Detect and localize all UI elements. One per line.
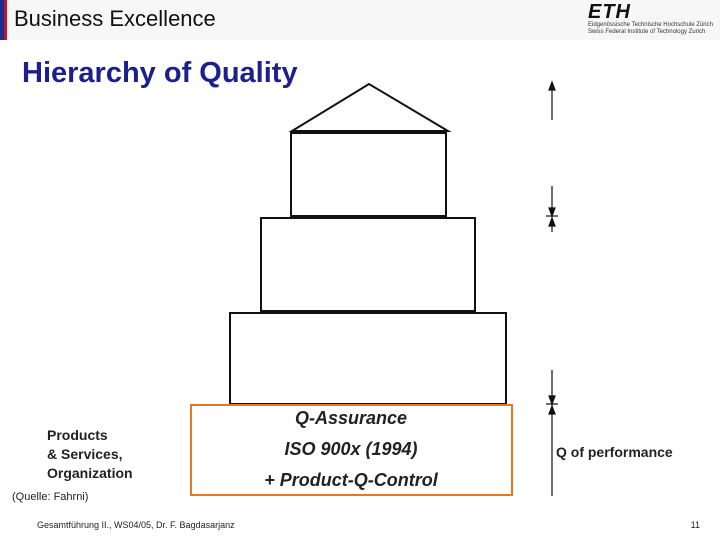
base-text-q-assurance: Q-Assurance [294, 408, 408, 428]
eth-logo-line-2: Swiss Federal Institute of Technology Zu… [588, 29, 706, 35]
arrow-top-head [548, 80, 556, 91]
arrow-level-2-head-down [548, 207, 556, 218]
products-label-line-3: Organization [47, 465, 133, 481]
header-title: Business Excellence [14, 6, 216, 31]
products-label-line-1: Products [47, 427, 108, 443]
header-accent-red [4, 0, 7, 40]
slide-title: Hierarchy of Quality [22, 57, 298, 89]
products-label: Products & Services, Organization [47, 426, 133, 483]
pyramid-level-lower [229, 312, 507, 405]
source-note: (Quelle: Fahrni) [12, 491, 89, 503]
footer-course: Gesamtführung II., WS04/05, Dr. F. Bagda… [37, 520, 235, 530]
pyramid-roof [288, 82, 452, 132]
base-text-iso: ISO 900x (1994) [284, 439, 418, 459]
header-band [0, 0, 720, 40]
pyramid-level-top [290, 132, 447, 217]
arrow-level-4-head-down [548, 395, 556, 406]
base-text-product-control: + Product-Q-Control [264, 470, 438, 490]
arrow-level-4-head-up [548, 404, 556, 415]
arrow-level-2-head-up [548, 216, 556, 227]
performance-label: Q of performance [556, 444, 673, 460]
eth-logo-mark: ETH [588, 1, 631, 23]
pyramid-base-box [190, 404, 513, 496]
eth-logo-line-1: Eidgenössische Technische Hochschule Zür… [588, 22, 713, 28]
dimension-arrows [546, 80, 558, 496]
eth-logo: ETH Eidgenössische Technische Hochschule… [588, 2, 713, 38]
page-number: 11 [690, 520, 700, 530]
products-label-line-2: & Services, [47, 446, 123, 462]
header-accent-blue [0, 0, 4, 40]
pyramid-level-middle [260, 217, 476, 312]
